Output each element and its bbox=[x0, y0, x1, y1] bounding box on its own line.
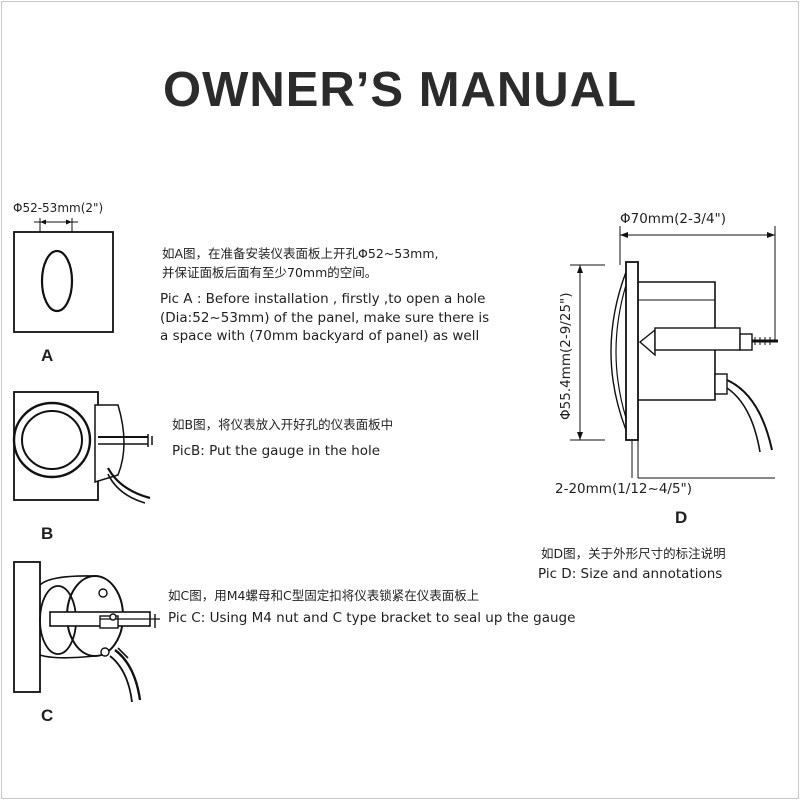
pic-c-en: Pic C: Using M4 nut and C type bracket t… bbox=[168, 610, 576, 626]
width-dimension-label: Φ70mm(2-3/4") bbox=[620, 211, 727, 227]
figure-d-label: D bbox=[675, 508, 688, 527]
figure-c-label: C bbox=[41, 706, 54, 725]
pic-c-zh: 如C图，用M4螺母和C型固定扣将仪表锁紧在仪表面板上 bbox=[168, 588, 480, 603]
height-dimension-label: Φ55.4mm(2-9/25") bbox=[558, 292, 574, 420]
depth-dimension-label: 2-20mm(1/12~4/5") bbox=[555, 481, 693, 497]
pic-a-zh-line1: 如A图，在准备安装仪表面板上开孔Φ52~53mm, bbox=[162, 246, 439, 261]
pic-a-en-line1: Pic A : Before installation , firstly ,t… bbox=[160, 291, 486, 307]
hole-dimension-label: Φ52-53mm(2") bbox=[13, 201, 104, 215]
page-title: OWNER’S MANUAL bbox=[162, 63, 638, 117]
pic-d-zh: 如D图，关于外形尺寸的标注说明 bbox=[541, 546, 726, 561]
pic-a-zh-line2: 并保证面板后面有至少70mm的空间。 bbox=[162, 265, 378, 280]
pic-b-zh: 如B图，将仪表放入开好孔的仪表面板中 bbox=[172, 417, 394, 432]
figure-a-label: A bbox=[41, 346, 54, 365]
pic-a-en-line2: (Dia:52~53mm) of the panel, make sure th… bbox=[160, 310, 490, 326]
pic-b-en: PicB: Put the gauge in the hole bbox=[172, 443, 381, 459]
pic-d-en: Pic D: Size and annotations bbox=[538, 566, 723, 582]
figure-b-label: B bbox=[41, 524, 54, 543]
pic-a-en-line3: a space with (70mm backyard of panel) as… bbox=[160, 328, 480, 344]
